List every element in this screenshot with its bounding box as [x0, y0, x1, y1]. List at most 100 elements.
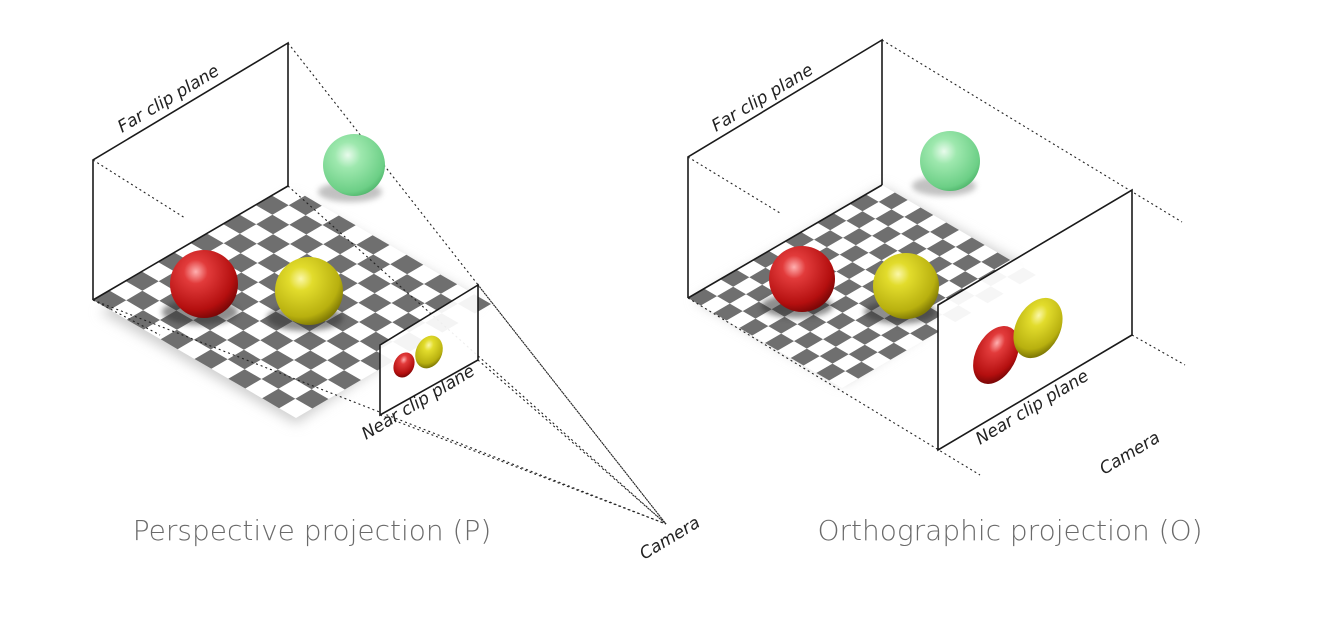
yellow-sphere	[275, 257, 343, 325]
checker-square	[256, 214, 290, 235]
far-clip-plane-bottom-edge	[687, 184, 883, 299]
yellow-sphere	[873, 253, 939, 319]
box-depth-line	[1131, 334, 1186, 366]
checker-square	[930, 222, 959, 240]
checker-square	[390, 274, 424, 294]
checker-square	[260, 330, 294, 351]
checker-square	[852, 327, 881, 345]
checker-square	[872, 226, 901, 244]
checker-square	[224, 253, 258, 273]
checker-square	[785, 232, 814, 249]
frustum-edge-line	[287, 42, 667, 525]
checker-square	[322, 215, 356, 235]
checker-square	[262, 388, 296, 409]
checker-square	[194, 349, 228, 369]
checker-square	[356, 235, 390, 255]
near-clip-plane-frame	[937, 188, 1133, 452]
green-sphere	[920, 131, 980, 191]
checker-square	[849, 194, 879, 212]
checker-square	[713, 303, 743, 321]
near-plane-red-projection	[973, 326, 1019, 384]
checker-square	[359, 312, 393, 332]
checker-square	[326, 331, 360, 351]
checker-square	[289, 215, 323, 235]
checker-square	[843, 228, 872, 246]
camera-label: Camera	[636, 513, 703, 565]
checker-square	[881, 325, 910, 343]
far-plane-depth-line	[687, 156, 781, 214]
checker-square	[910, 324, 939, 341]
far-clip-plane-frame	[92, 41, 289, 300]
near-plane-yellow-projection	[415, 335, 443, 369]
checker-square	[126, 290, 160, 311]
checker-square	[294, 369, 328, 390]
red-sphere	[769, 246, 835, 312]
checker-square	[290, 234, 324, 254]
near-plane-yellow-projection	[1013, 297, 1063, 359]
checker-square	[797, 314, 827, 332]
checker-square	[819, 346, 849, 364]
checker-square	[823, 329, 852, 347]
checker-square	[294, 350, 328, 370]
checker-square	[227, 349, 261, 370]
frustum-edge-line	[477, 284, 667, 525]
box-depth-line	[881, 39, 1183, 223]
far-clip-plane-label: Far clip plane	[708, 60, 817, 136]
checker-square	[227, 330, 261, 350]
checker-square	[848, 344, 878, 362]
checker-square	[904, 207, 934, 225]
checker-square	[878, 192, 908, 210]
checker-square	[765, 333, 794, 351]
checker-square	[746, 284, 775, 302]
checker-square	[323, 254, 357, 274]
near-clip-plane-frame	[379, 283, 479, 417]
checker-square	[739, 318, 769, 336]
checker-square	[949, 271, 978, 289]
checker-square	[391, 293, 425, 313]
checker-square	[839, 245, 869, 263]
checker-square	[160, 329, 194, 350]
far-clip-plane-frame	[687, 38, 883, 298]
checker-square	[424, 274, 458, 294]
red-sphere	[170, 250, 238, 318]
checker-square	[955, 237, 985, 255]
checker-square	[256, 234, 290, 254]
checker-square	[846, 211, 876, 229]
checker-square	[257, 253, 291, 273]
checker-square	[358, 293, 392, 313]
checker-square	[875, 209, 905, 227]
checker-square	[288, 195, 322, 216]
checker-square	[981, 252, 1011, 270]
far-clip-plane-bottom-edge	[92, 185, 289, 301]
checker-square	[768, 316, 798, 334]
near-plane-red-projection	[393, 352, 415, 378]
checker-square	[126, 310, 160, 330]
checker-square	[952, 254, 982, 272]
checker-square	[223, 233, 257, 254]
checker-square	[829, 295, 859, 313]
checker-square	[717, 286, 746, 304]
box-depth-line	[687, 297, 981, 476]
checker-square	[390, 254, 424, 275]
checker-square	[228, 369, 262, 389]
checker-square	[794, 331, 823, 349]
checker-square	[790, 348, 820, 366]
checker-square	[926, 239, 956, 257]
perspective-caption: Perspective projection (P)	[133, 514, 492, 547]
checker-square	[845, 361, 875, 379]
checker-square	[295, 389, 329, 409]
far-clip-plane-label: Far clip plane	[114, 61, 223, 137]
checker-square	[357, 254, 391, 274]
checker-square	[877, 342, 907, 360]
checker-square	[193, 330, 227, 350]
checker-square	[327, 350, 361, 371]
checker-square	[323, 234, 357, 255]
checker-square	[901, 224, 930, 242]
green-sphere	[323, 134, 385, 196]
frustum-edge-line	[477, 359, 667, 525]
checker-square	[357, 273, 391, 294]
orthographic-diagram: Far clip plane Near clip plane Camera Or…	[687, 38, 1203, 547]
checker-square	[261, 369, 295, 389]
checker-square	[752, 250, 782, 268]
checker-square	[833, 279, 862, 296]
